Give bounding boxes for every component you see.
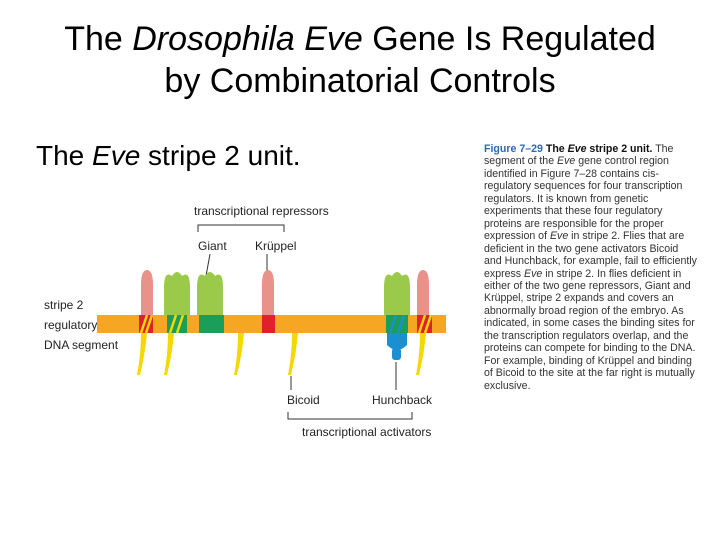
site-giant bbox=[199, 315, 224, 333]
kruppel-label: Krüppel bbox=[255, 239, 296, 253]
giant-protein-3 bbox=[384, 272, 410, 315]
title-line2: by Combinatorial Controls bbox=[164, 62, 556, 100]
caption-body: The segment of the Eve gene control regi… bbox=[484, 143, 697, 392]
repressors-label: transcriptional repressors bbox=[194, 204, 329, 218]
site-kruppel bbox=[262, 315, 275, 333]
bicoid-proteins bbox=[137, 333, 426, 375]
eve-stripe2-diagram: transcriptional repressors Giant Krüppel… bbox=[44, 204, 446, 439]
bicoid-label: Bicoid bbox=[287, 393, 320, 407]
giant-protein-1 bbox=[164, 272, 190, 315]
subtitle: The Eve stripe 2 unit. bbox=[36, 140, 301, 171]
binding-sites bbox=[139, 314, 433, 334]
figure-caption: Figure 7–29 The Eve stripe 2 unit. The s… bbox=[484, 143, 698, 392]
hunchback-protein bbox=[387, 333, 407, 360]
giant-pointer bbox=[205, 253, 211, 277]
title-line1: The Drosophila Eve Gene Is Regulated bbox=[64, 20, 656, 58]
kruppel-protein-1 bbox=[141, 270, 153, 315]
figure-number: Figure 7–29 bbox=[484, 143, 543, 155]
giant-protein-2 bbox=[197, 272, 223, 315]
segment-label-1: stripe 2 bbox=[44, 298, 84, 312]
hunchback-label: Hunchback bbox=[372, 393, 433, 407]
segment-label-2: regulatory bbox=[44, 318, 97, 332]
slide-title: The Drosophila Eve Gene Is Regulated by … bbox=[0, 18, 720, 102]
repressors-bracket bbox=[197, 224, 285, 232]
segment-label-3: DNA segment bbox=[44, 338, 119, 352]
giant-label: Giant bbox=[198, 239, 227, 253]
kruppel-protein-3 bbox=[417, 270, 429, 315]
site-hunchback bbox=[386, 315, 408, 333]
activators-label: transcriptional activators bbox=[302, 425, 431, 439]
kruppel-protein-2 bbox=[262, 270, 274, 315]
activators-bracket bbox=[287, 412, 413, 420]
figure-heading: The Eve stripe 2 unit. bbox=[545, 143, 653, 155]
